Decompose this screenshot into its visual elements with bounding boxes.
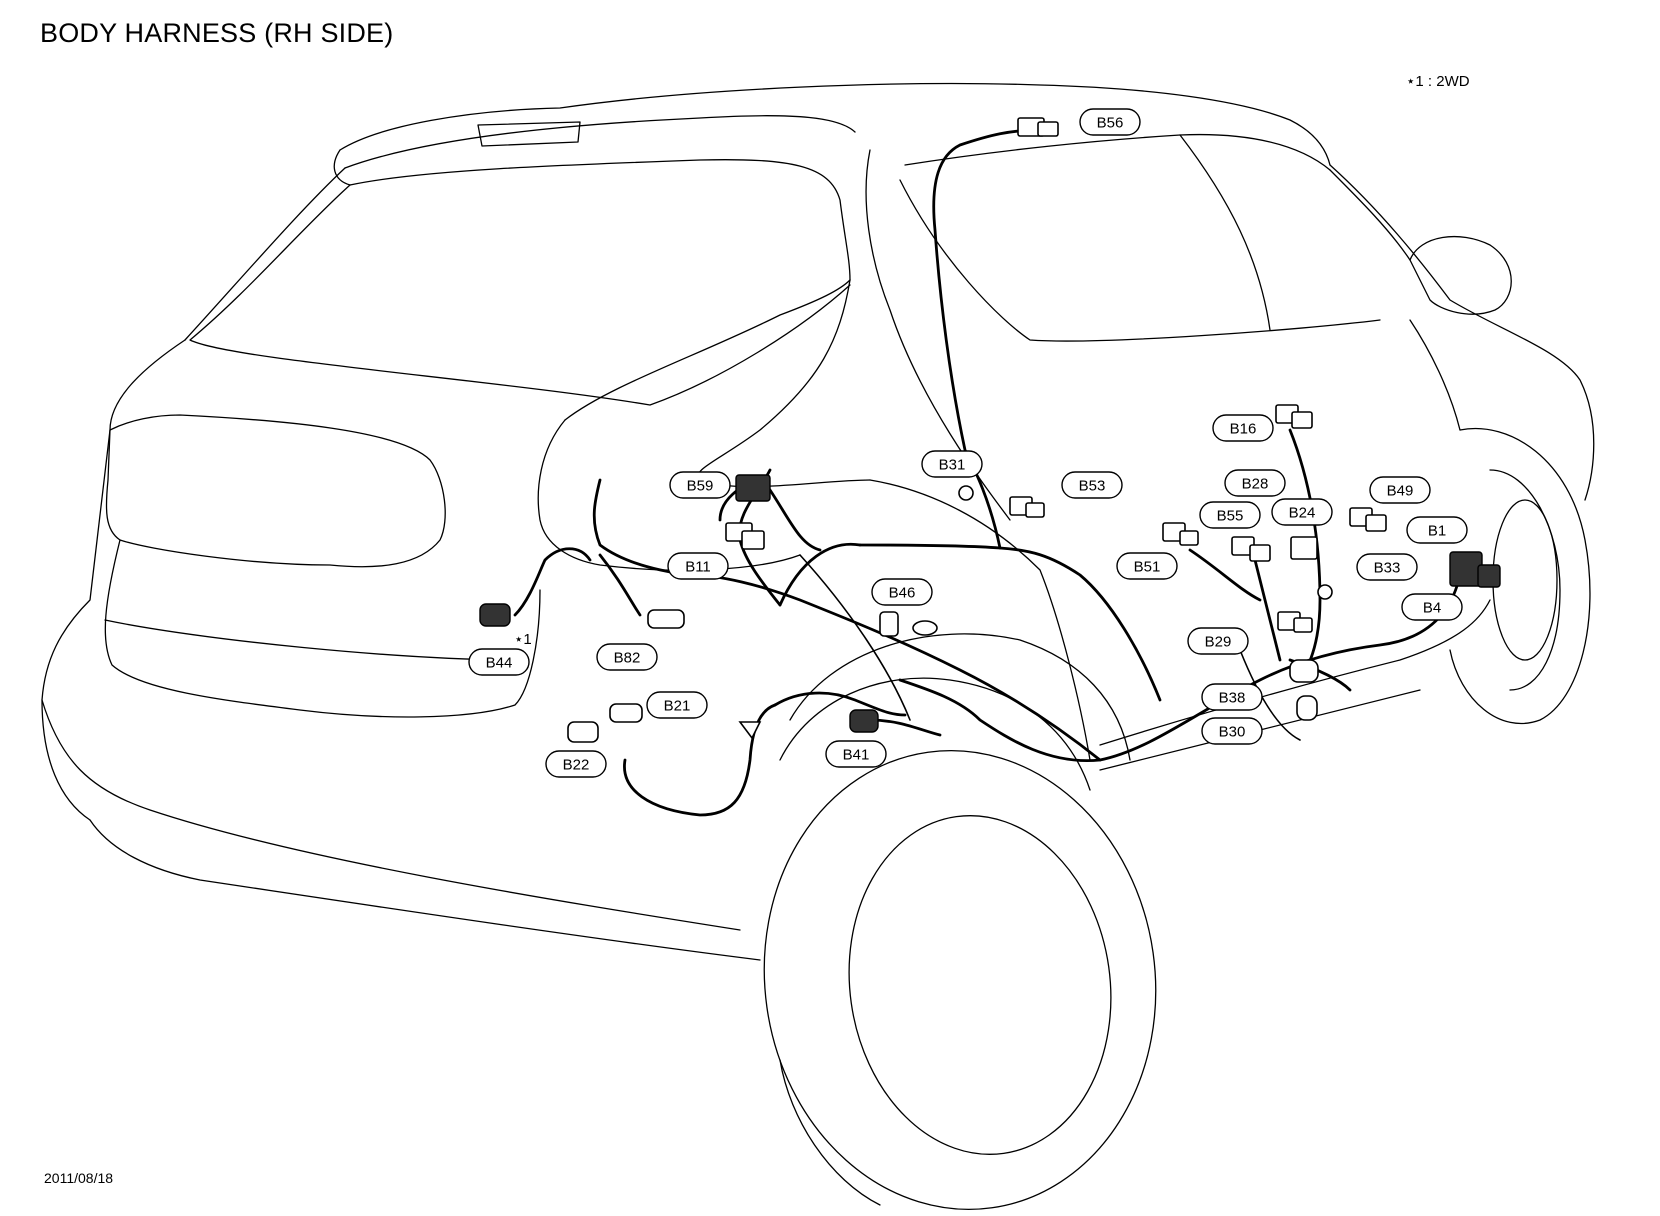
connector-label-text: B59 bbox=[687, 478, 714, 495]
connector-label-b55: B55 bbox=[1199, 501, 1261, 529]
connector-label-text: B31 bbox=[939, 457, 966, 474]
connector-label-b82: B82 bbox=[596, 643, 658, 671]
connector-label-box bbox=[1212, 414, 1274, 442]
connector-label-b51: B51 bbox=[1116, 552, 1178, 580]
connector-label-box bbox=[871, 578, 933, 606]
connector-label-b24: B24 bbox=[1271, 498, 1333, 526]
connector-label-box bbox=[825, 740, 887, 768]
connector-label-text: B41 bbox=[843, 747, 870, 764]
connector-label-b11: B11 bbox=[667, 552, 729, 580]
connector-label-b46: B46 bbox=[871, 578, 933, 606]
connector-label-text: B55 bbox=[1217, 508, 1244, 525]
connector-label-text: B24 bbox=[1289, 505, 1316, 522]
connector-label-box bbox=[667, 552, 729, 580]
connector-label-text: B1 bbox=[1428, 523, 1446, 540]
connector-label-text: B21 bbox=[664, 698, 691, 715]
connector-label-b28: B28 bbox=[1224, 469, 1286, 497]
connector-label-b31: B31 bbox=[921, 450, 983, 478]
connector-label-b44: B44 bbox=[468, 648, 530, 676]
connector-label-box bbox=[1187, 627, 1249, 655]
connector-label-box bbox=[1201, 717, 1263, 745]
connector-label-b49: B49 bbox=[1369, 476, 1431, 504]
footnote-mark-b44: ⋆1 bbox=[514, 631, 532, 648]
connector-label-b59: B59 bbox=[669, 471, 731, 499]
connector-label-text: B82 bbox=[614, 650, 641, 667]
connector-label-text: B28 bbox=[1242, 476, 1269, 493]
diagram-title: BODY HARNESS (RH SIDE) bbox=[40, 18, 394, 48]
connector-label-text: B49 bbox=[1387, 483, 1414, 500]
connector-label-box bbox=[1061, 471, 1123, 499]
connector-label-b4: B4 bbox=[1401, 593, 1463, 621]
connector-label-b22: B22 bbox=[545, 750, 607, 778]
connector-label-box bbox=[1369, 476, 1431, 504]
vehicle-outline bbox=[41, 82, 1595, 1211]
connector-label-box bbox=[646, 691, 708, 719]
connector-label-b33: B33 bbox=[1356, 553, 1418, 581]
footnote-legend: ⋆1 : 2WD bbox=[1406, 73, 1470, 90]
connector-label-box bbox=[1199, 501, 1261, 529]
connector-label-box bbox=[545, 750, 607, 778]
connector-label-box bbox=[669, 471, 731, 499]
connector-label-text: B16 bbox=[1230, 421, 1257, 438]
connector-glyphs bbox=[479, 117, 1501, 743]
connector-label-text: B22 bbox=[563, 757, 590, 774]
connector-label-b41: B41 bbox=[825, 740, 887, 768]
connector-label-box bbox=[1356, 553, 1418, 581]
connector-label-box bbox=[1224, 469, 1286, 497]
connector-label-box bbox=[1116, 552, 1178, 580]
connector-label-box bbox=[1271, 498, 1333, 526]
connector-label-b29: B29 bbox=[1187, 627, 1249, 655]
connector-label-b56: B56 bbox=[1079, 108, 1141, 136]
connector-label-b38: B38 bbox=[1201, 683, 1263, 711]
connector-label-text: B30 bbox=[1219, 724, 1246, 741]
connector-label-box bbox=[1201, 683, 1263, 711]
connector-label-b1: B1 bbox=[1406, 516, 1468, 544]
connector-label-b30: B30 bbox=[1201, 717, 1263, 745]
connector-label-b53: B53 bbox=[1061, 471, 1123, 499]
connector-label-box bbox=[1079, 108, 1141, 136]
connector-label-text: B33 bbox=[1374, 560, 1401, 577]
connector-label-box bbox=[921, 450, 983, 478]
connector-label-text: B11 bbox=[685, 559, 711, 576]
date-stamp: 2011/08/18 bbox=[44, 1170, 114, 1186]
connector-label-box bbox=[468, 648, 530, 676]
connector-label-text: B56 bbox=[1097, 115, 1124, 132]
connector-label-text: B38 bbox=[1219, 690, 1246, 707]
connector-label-text: B51 bbox=[1134, 559, 1161, 576]
connector-label-box bbox=[596, 643, 658, 671]
connector-label-box bbox=[1406, 516, 1468, 544]
connector-label-text: B44 bbox=[486, 655, 513, 672]
connector-label-box bbox=[1401, 593, 1463, 621]
connector-label-text: B4 bbox=[1423, 600, 1441, 617]
connector-label-text: B53 bbox=[1079, 478, 1106, 495]
connector-label-text: B29 bbox=[1205, 634, 1232, 651]
connector-label-b21: B21 bbox=[646, 691, 708, 719]
connector-label-text: B46 bbox=[889, 585, 916, 602]
connector-label-b16: B16 bbox=[1212, 414, 1274, 442]
